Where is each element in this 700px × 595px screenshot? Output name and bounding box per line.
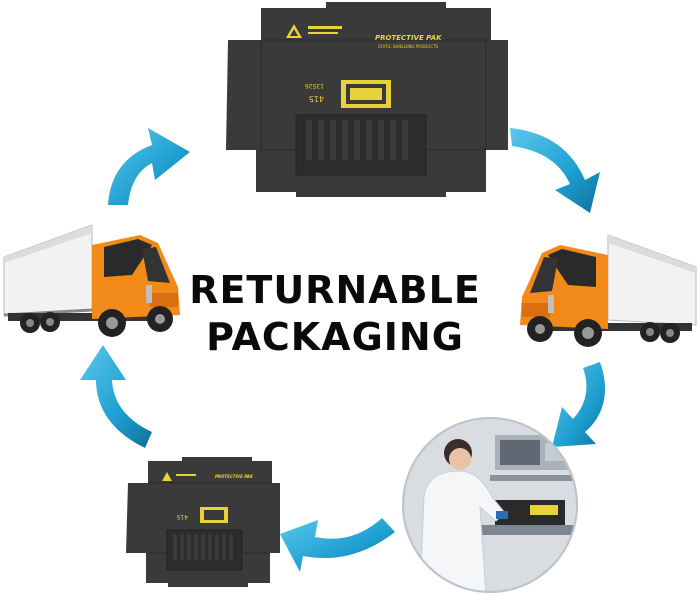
flat-box-bottom: 415 [126,457,280,587]
svg-text:415: 415 [176,513,188,520]
svg-text:13526: 13526 [305,82,324,89]
esd-warning-icon [286,24,302,38]
box-brand-bottom: PROTECTIVE PAK [215,474,254,479]
arrow-to-technician [552,362,605,447]
technician-photo [402,417,578,593]
title-line-2: PACKAGING [206,315,464,359]
box-brand-top: PROTECTIVE PAK [375,34,442,42]
arrow-to-bottom-box [280,518,395,572]
arrow-to-left-truck [80,345,152,448]
arrow-to-top-box [108,128,190,205]
svg-text:415: 415 [309,94,324,103]
arrow-to-right-truck [510,128,600,213]
box-tagline-top: STATIC SHIELDING PRODUCTS [378,44,439,49]
title-line-1: RETURNABLE [189,268,481,312]
esd-warning-icon-small [162,472,172,481]
flat-box-top: 415 13526 [226,2,508,197]
truck-icon-left [3,224,180,337]
truck-icon-right [520,234,697,347]
